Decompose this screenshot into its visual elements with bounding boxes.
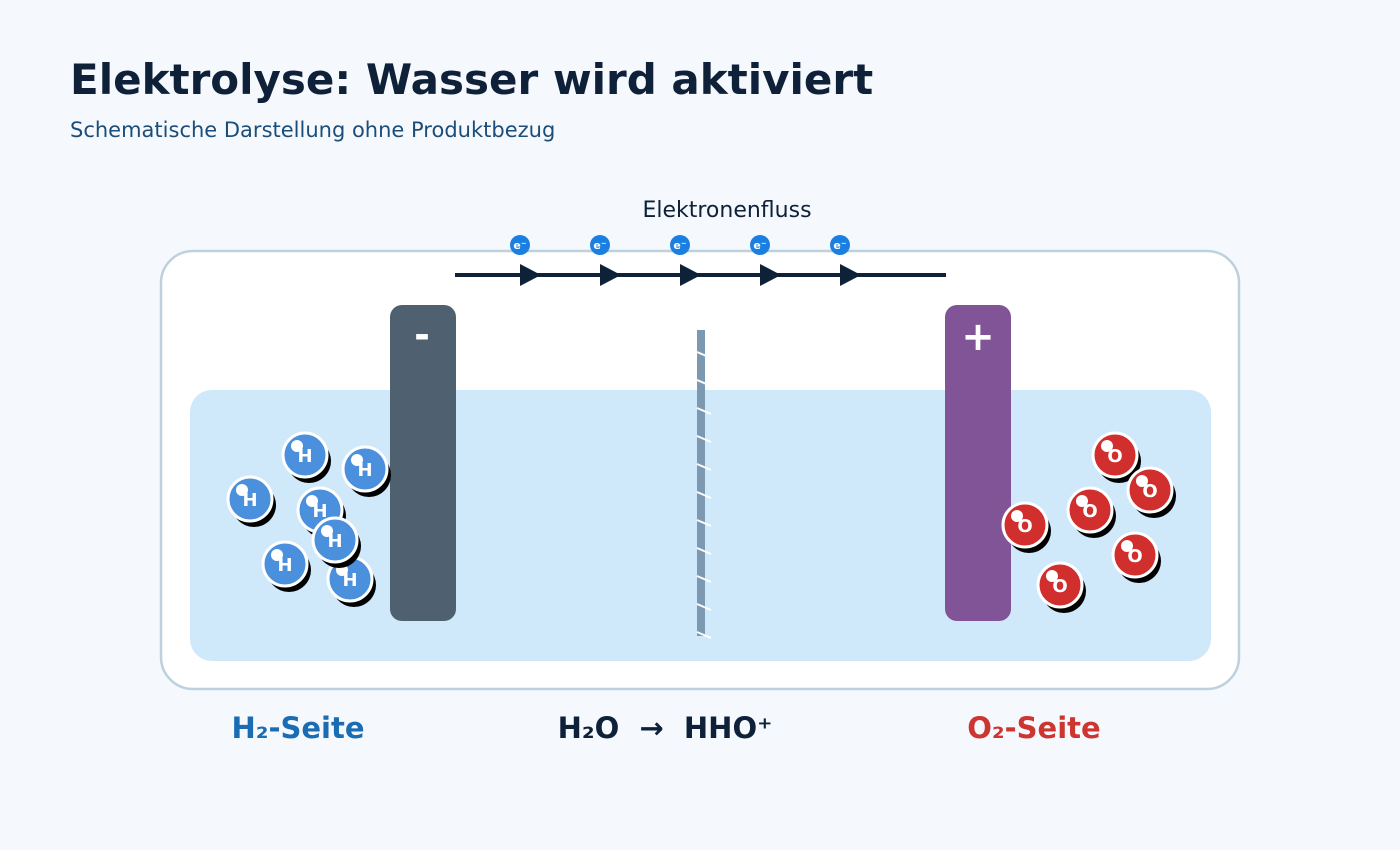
electron-symbol: e⁻ <box>593 239 606 252</box>
svg-text:O: O <box>1127 546 1142 567</box>
flow-arrow-icon <box>760 264 781 286</box>
oxygen-molecule: O <box>1091 431 1141 483</box>
svg-text:O: O <box>1017 516 1032 537</box>
o2-side-label: O₂-Seite <box>967 711 1100 745</box>
hydrogen-molecule: H <box>281 431 331 483</box>
hydrogen-molecule: H <box>226 475 276 527</box>
oxygen-molecule: O <box>1111 531 1161 583</box>
svg-text:H: H <box>277 555 292 576</box>
electron-icon: e⁻ <box>590 235 610 255</box>
electron-icon: e⁻ <box>510 235 530 255</box>
flow-arrow-icon <box>600 264 621 286</box>
electron-flow-label: Elektronenfluss <box>642 198 811 223</box>
electrons: e⁻ e⁻ e⁻ e⁻ e⁻ <box>510 235 850 255</box>
cathode-sign: - <box>414 313 430 357</box>
anode: + <box>945 305 1011 621</box>
electron-icon: e⁻ <box>750 235 770 255</box>
electron-symbol: e⁻ <box>673 239 686 252</box>
electron-icon: e⁻ <box>830 235 850 255</box>
cathode-electrode <box>390 305 456 621</box>
hydrogen-molecule: H <box>311 516 361 568</box>
oxygen-molecule: O <box>1036 561 1086 613</box>
cathode: - <box>390 305 456 621</box>
flow-arrow-icon <box>520 264 541 286</box>
page-subtitle: Schematische Darstellung ohne Produktbez… <box>70 118 556 142</box>
reaction-equation: H₂O → HHO⁺ <box>558 711 773 745</box>
svg-text:H: H <box>342 570 357 591</box>
oxygen-molecule: O <box>1126 466 1176 518</box>
svg-text:H: H <box>312 501 327 522</box>
wire-arrows <box>520 264 861 286</box>
anode-sign: + <box>961 314 995 360</box>
electron-symbol: e⁻ <box>513 239 526 252</box>
svg-text:H: H <box>297 446 312 467</box>
flow-arrow-icon <box>680 264 701 286</box>
electron-icon: e⁻ <box>670 235 690 255</box>
hydrogen-molecule: H <box>261 540 311 592</box>
h2-side-label: H₂-Seite <box>231 711 364 745</box>
svg-text:H: H <box>357 460 372 481</box>
page-title: Elektrolyse: Wasser wird aktiviert <box>70 55 874 104</box>
svg-text:O: O <box>1142 481 1157 502</box>
membrane <box>696 330 712 639</box>
svg-text:O: O <box>1052 576 1067 597</box>
anode-electrode <box>945 305 1011 621</box>
svg-text:O: O <box>1107 446 1122 467</box>
oxygen-molecule: O <box>1001 501 1051 553</box>
electron-symbol: e⁻ <box>833 239 846 252</box>
oxygen-molecule: O <box>1066 486 1116 538</box>
hydrogen-molecule: H <box>341 445 391 497</box>
svg-text:O: O <box>1082 501 1097 522</box>
electron-symbol: e⁻ <box>753 239 766 252</box>
svg-text:H: H <box>242 490 257 511</box>
svg-text:H: H <box>327 531 342 552</box>
flow-arrow-icon <box>840 264 861 286</box>
